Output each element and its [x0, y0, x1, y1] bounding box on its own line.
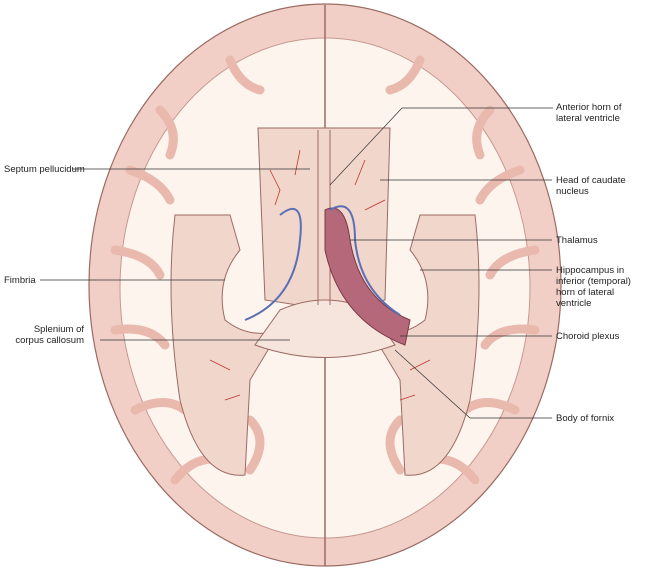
label-anterior-horn: Anterior horn of lateral ventricle	[556, 102, 622, 124]
label-thalamus: Thalamus	[556, 235, 598, 246]
label-body-of-fornix: Body of fornix	[556, 413, 615, 424]
ventricles	[170, 127, 480, 476]
label-hippocampus: Hippocampus in inferior (temporal) horn …	[556, 265, 631, 309]
vein-left	[244, 208, 302, 321]
label-caudate: Head of caudate nucleus	[556, 175, 626, 197]
vessels	[209, 149, 431, 401]
label-septum-pellucidum: Septum pellucidum	[4, 164, 85, 175]
gyri	[110, 55, 540, 485]
label-fimbria: Fimbria	[4, 275, 36, 286]
leader-lines	[40, 107, 553, 419]
label-choroid-plexus: Choroid plexus	[556, 331, 620, 342]
label-splenium: Splenium of corpus callosum	[15, 324, 84, 346]
choroid-plexus	[324, 207, 411, 346]
